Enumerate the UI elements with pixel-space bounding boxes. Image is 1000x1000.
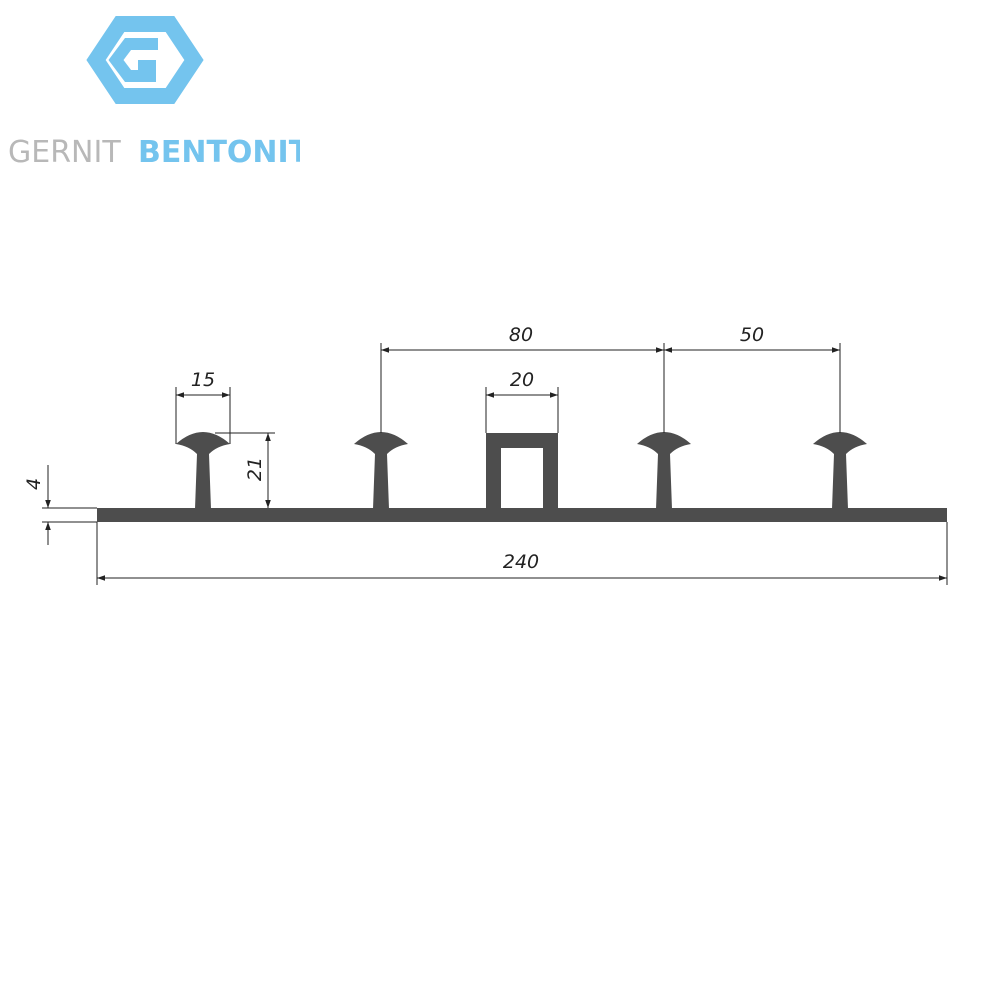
dimensions xyxy=(42,343,948,585)
label-box-width: 20 xyxy=(510,369,534,391)
label-base-thickness: 4 xyxy=(23,478,45,490)
logo-hexagon-shape xyxy=(86,15,204,104)
label-rib-height: 21 xyxy=(244,457,266,481)
logo-word-bentonit: BENTONIT xyxy=(138,135,300,170)
logo-inner-s-shape xyxy=(108,38,158,82)
dimension-labels: 240 4 15 21 20 80 50 xyxy=(23,324,764,573)
logo: GERNIT BENTONIT xyxy=(8,15,300,170)
label-rib-spacing: 50 xyxy=(740,324,764,346)
logo-mark-icon xyxy=(86,15,204,104)
rib-bulb-1 xyxy=(176,432,230,509)
rib-bulb-3 xyxy=(637,432,691,509)
rib-bulb-4 xyxy=(813,432,867,509)
label-total-width: 240 xyxy=(503,551,539,573)
label-center-spacing: 80 xyxy=(509,324,533,346)
waterstop-profile xyxy=(97,432,947,522)
label-bulb-width: 15 xyxy=(191,369,215,391)
logo-word-gernit: GERNIT xyxy=(8,135,121,170)
center-box xyxy=(486,433,558,516)
rib-bulb-2 xyxy=(354,432,408,509)
